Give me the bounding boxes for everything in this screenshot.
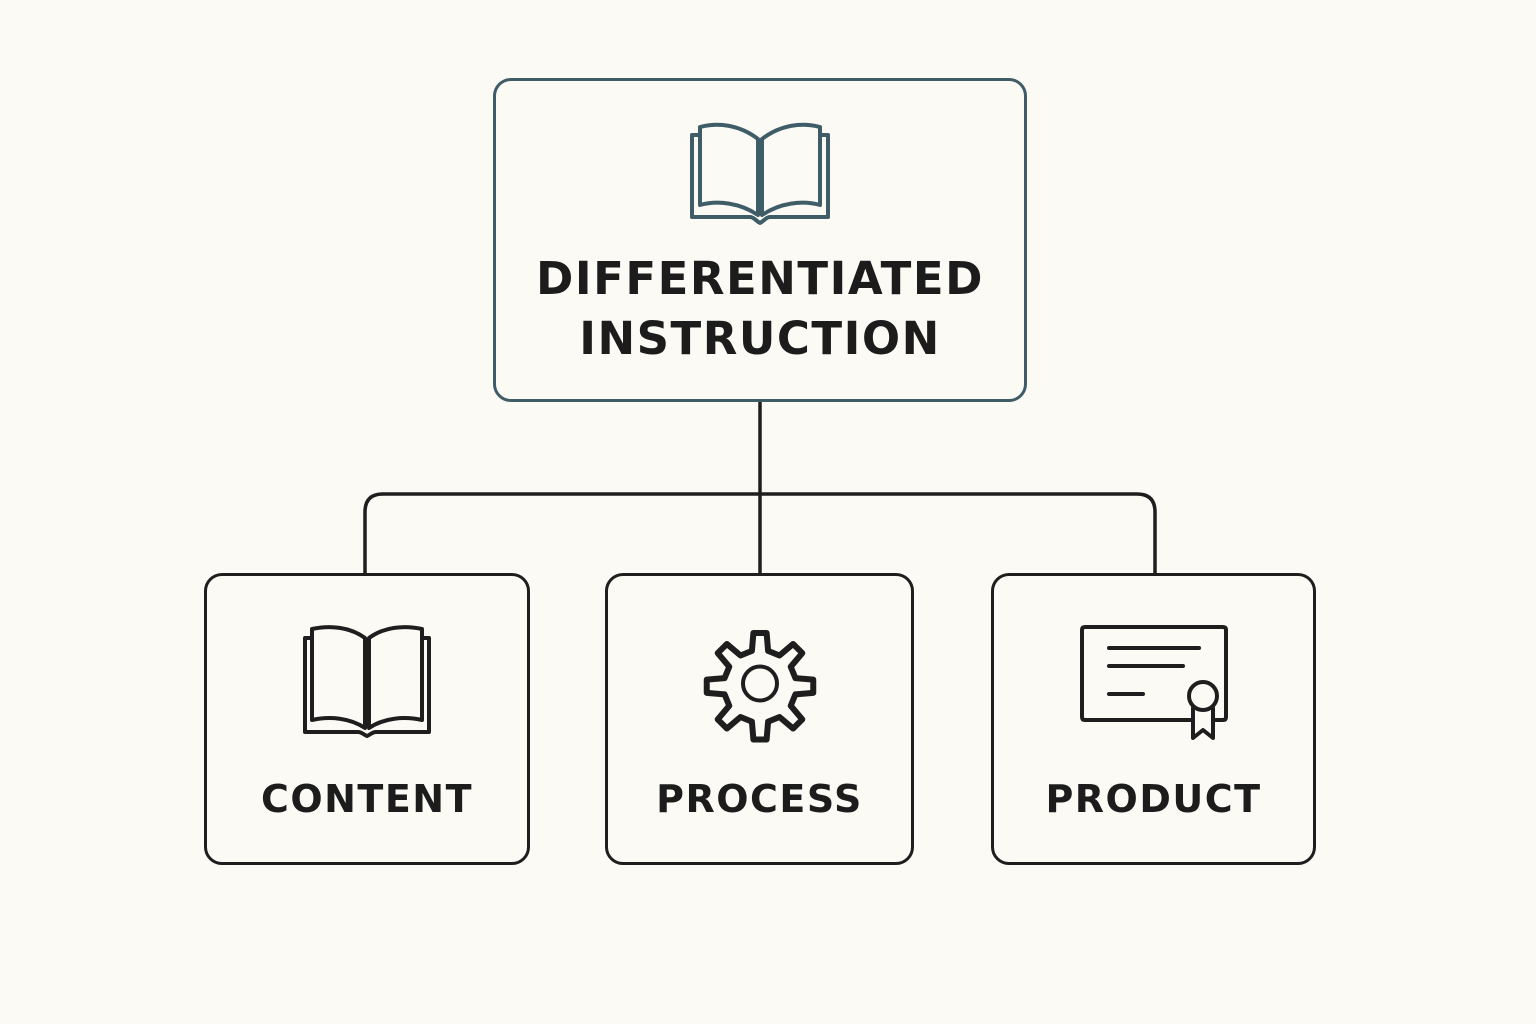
product-node: PRODUCT [991,573,1316,865]
content-label: CONTENT [260,777,474,821]
product-label: PRODUCT [1045,777,1262,821]
root-title: DIFFERENTIATED INSTRUCTION [496,249,1024,369]
root-node: DIFFERENTIATED INSTRUCTION [493,78,1027,402]
certificate-icon [1079,625,1228,740]
root-title-line-1: DIFFERENTIATED [536,252,984,305]
root-title-line-2: INSTRUCTION [579,312,941,365]
open-book-icon [690,122,830,225]
branch-line [363,492,1157,575]
gear-icon [703,630,816,743]
open-book-icon [303,625,431,738]
process-node: PROCESS [605,573,914,865]
process-label: PROCESS [656,777,863,821]
content-node: CONTENT [204,573,530,865]
